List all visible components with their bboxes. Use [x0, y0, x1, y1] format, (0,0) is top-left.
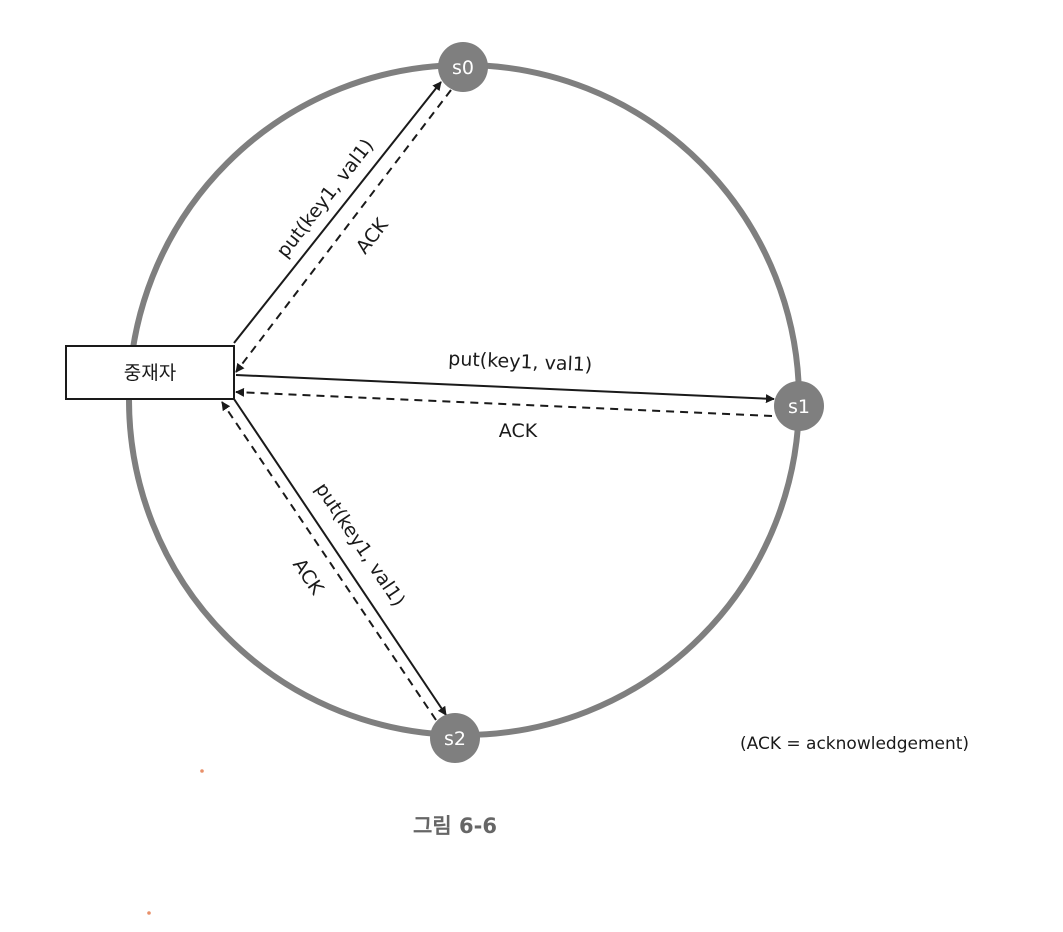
decorative-dot — [147, 911, 151, 915]
request-label-s1: put(key1, val1) — [448, 348, 593, 376]
decorative-dot — [200, 769, 204, 773]
ack-label-s0: ACK — [352, 214, 393, 258]
request-arrow-s1 — [235, 374, 775, 404]
ack-label-s1: ACK — [499, 420, 538, 442]
ack-legend-note: (ACK = acknowledgement) — [740, 734, 969, 754]
coordinator-label: 중재자 — [124, 362, 176, 384]
request-label-s2: put(key1, val1) — [311, 479, 410, 611]
node-s0-label: s0 — [452, 57, 474, 79]
ack-arrow-s0 — [235, 89, 452, 373]
coordinator-box — [65, 345, 235, 400]
node-s1 — [774, 381, 824, 431]
node-s2-label: s2 — [444, 728, 466, 750]
ack-arrow-s1 — [235, 387, 773, 417]
node-s2 — [430, 713, 480, 763]
ack-arrow-s2 — [221, 401, 437, 721]
request-arrow-s2 — [233, 398, 447, 716]
ack-label-s2: ACK — [288, 555, 328, 600]
node-s1-label: s1 — [788, 396, 810, 418]
request-arrow-s0 — [233, 81, 442, 344]
figure-caption: 그림 6-6 — [413, 814, 497, 838]
node-s0 — [438, 42, 488, 92]
